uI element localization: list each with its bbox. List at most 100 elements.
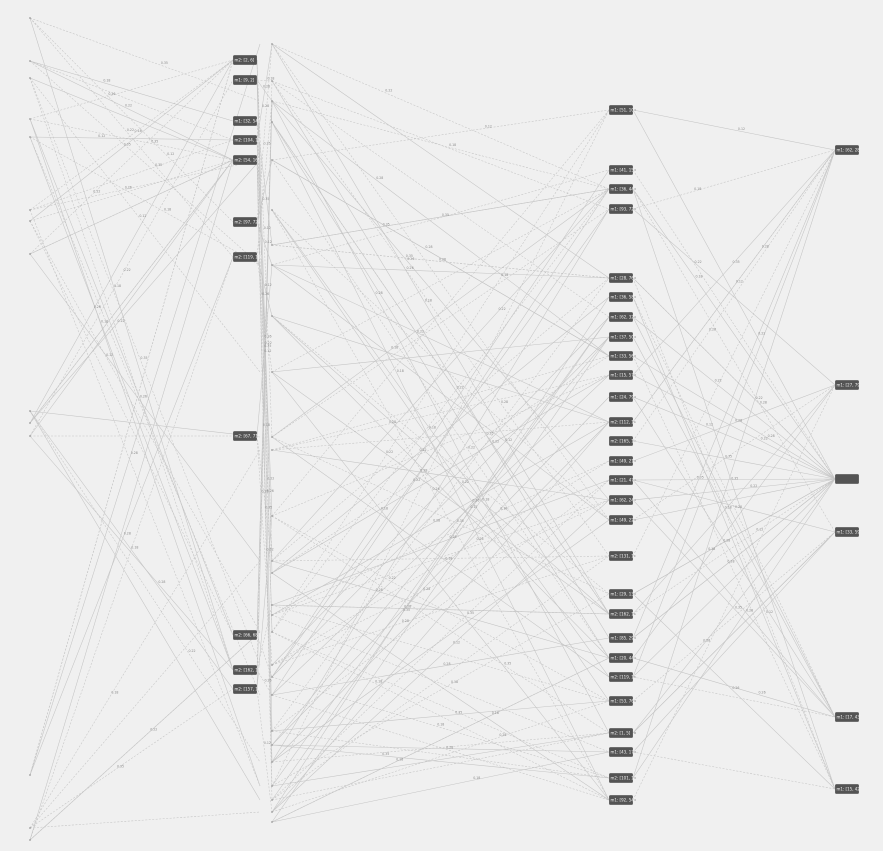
graph-node[interactable]: m1: [49, 22]: [609, 515, 636, 525]
graph-node[interactable]: m1: [28, 76]: [609, 273, 636, 283]
edge: [29, 256, 234, 776]
edge-weight-label: 0.26: [125, 185, 132, 189]
edge: [271, 374, 610, 696]
node-box: [609, 773, 633, 783]
graph-node[interactable]: m2: [157, 15]: [233, 684, 263, 694]
graph-node[interactable]: m2: [119, 12]: [233, 252, 263, 262]
edge: [29, 59, 234, 776]
edge: [632, 109, 836, 151]
graph-node[interactable]: m1: [62, 28]: [835, 145, 862, 155]
edge: [632, 384, 836, 659]
graph-node[interactable]: m2: [165, 14]: [609, 436, 639, 446]
graph-node[interactable]: m1: [32, 54]: [233, 116, 260, 126]
edge: [29, 435, 234, 671]
edge: [271, 159, 610, 659]
graph-node[interactable]: m2: [66, 68]: [233, 630, 260, 640]
graph-node[interactable]: m1: [21, 47]: [609, 475, 636, 485]
node-label: m2: [112, 13]: [611, 419, 639, 424]
edge-weight-label: 0.22: [758, 332, 765, 336]
node-label: m1: [9, 2]: [235, 77, 255, 82]
edge: [29, 77, 234, 671]
edge: [632, 478, 836, 779]
graph-node[interactable]: m1: [36, 44]: [609, 184, 636, 194]
graph-node[interactable]: m2: [1, 5]: [609, 728, 633, 738]
edge: [632, 374, 836, 480]
graph-node[interactable]: m2: [119, 12]: [609, 672, 639, 682]
edge: [271, 315, 610, 659]
edge: [271, 296, 610, 813]
edge-weight-label: 0.35: [117, 764, 124, 768]
edge: [271, 109, 610, 517]
edge: [271, 100, 610, 734]
node-label: m1: [27, 79]: [837, 382, 862, 387]
graph-node[interactable]: m1: [33, 56]: [609, 351, 636, 361]
port-dot: [271, 449, 273, 451]
graph-node[interactable]: m2: [131, 11]: [609, 551, 639, 561]
edge-weight-label: 0.18: [375, 679, 382, 683]
edge: [271, 421, 610, 616]
port-dot: [634, 499, 636, 501]
node-box: [609, 292, 633, 302]
graph-node[interactable]: m1: [92, 54]: [609, 795, 636, 805]
graph-node[interactable]: m1: [17, 43]: [835, 712, 862, 722]
edge: [29, 220, 261, 633]
graph-node[interactable]: m1: [15, 42]: [835, 784, 862, 794]
graph-node[interactable]: m1: [41, 15]: [609, 165, 636, 175]
node-label: m1: [17, 43]: [837, 714, 862, 719]
graph-node[interactable]: m1: [53, 76]: [609, 696, 636, 706]
graph-node[interactable]: m1: [24, 79]: [609, 392, 636, 402]
edge: [271, 744, 610, 779]
node-label: m2: [67, 71]: [235, 433, 260, 438]
edge-weight-label: 0.12: [167, 152, 174, 156]
graph-node[interactable]: [835, 474, 859, 484]
port-dot: [634, 169, 636, 171]
port-dot: [634, 188, 636, 190]
graph-node[interactable]: m2: [101, 10]: [609, 773, 639, 783]
edge: [271, 555, 610, 801]
node-label: m2: [119, 12]: [611, 674, 639, 679]
graph-node[interactable]: m2: [54, 16]: [233, 155, 260, 165]
graph-node[interactable]: m1: [20, 44]: [609, 653, 636, 663]
edge: [271, 188, 610, 373]
edge-weight-label: 0.35: [725, 454, 732, 458]
graph-node[interactable]: m1: [93, 72]: [609, 204, 636, 214]
graph-node[interactable]: m1: [29, 13]: [609, 589, 636, 599]
graph-node[interactable]: m1: [9, 2]: [233, 75, 257, 85]
graph-node[interactable]: m2: [67, 71]: [233, 431, 260, 441]
graph-node[interactable]: m1: [43, 17]: [609, 747, 636, 757]
graph-node[interactable]: m1: [62, 24]: [609, 495, 636, 505]
node-label: m2: [104, 11]: [235, 137, 263, 142]
edge-weight-label: 0.26: [264, 678, 271, 682]
graph-node[interactable]: m1: [36, 58]: [609, 292, 636, 302]
edge-weight-label: 0.12: [139, 214, 146, 218]
graph-node[interactable]: m2: [162, 19]: [233, 665, 263, 675]
edge-weight-label: 0.35: [455, 711, 462, 715]
edge-weight-label: 0.26: [439, 257, 446, 261]
edge: [632, 478, 836, 678]
graph-node[interactable]: m2: [2, 6]: [233, 55, 257, 65]
edge: [271, 519, 610, 763]
graph-node[interactable]: m2: [112, 13]: [609, 417, 639, 427]
graph-node[interactable]: m1: [62, 32]: [609, 312, 636, 322]
edge: [271, 188, 610, 696]
graph-node[interactable]: m1: [85, 29]: [609, 633, 636, 643]
edge: [29, 60, 261, 266]
port-dot: [29, 839, 31, 841]
graph-node[interactable]: m1: [49, 21]: [609, 456, 636, 466]
node-label: m1: [33, 56]: [611, 353, 636, 358]
graph-node[interactable]: m2: [97, 72]: [233, 217, 260, 227]
graph-node[interactable]: m1: [15, 57]: [609, 370, 636, 380]
port-dot: [634, 732, 636, 734]
graph-node[interactable]: m1: [51, 10]: [609, 105, 636, 115]
edge: [256, 100, 273, 690]
graph-node[interactable]: m2: [162, 13]: [609, 609, 639, 619]
node-label: m1: [36, 44]: [611, 186, 636, 191]
edge: [271, 604, 610, 702]
node-label: m1: [41, 15]: [611, 167, 636, 172]
graph-node[interactable]: m2: [104, 11]: [233, 135, 263, 145]
graph-node[interactable]: m1: [33, 59]: [835, 527, 862, 537]
edge-weight-label: 0.22: [492, 439, 499, 443]
graph-node[interactable]: m1: [37, 50]: [609, 332, 636, 342]
graph-node[interactable]: m1: [27, 79]: [835, 380, 862, 390]
edge: [29, 159, 234, 841]
